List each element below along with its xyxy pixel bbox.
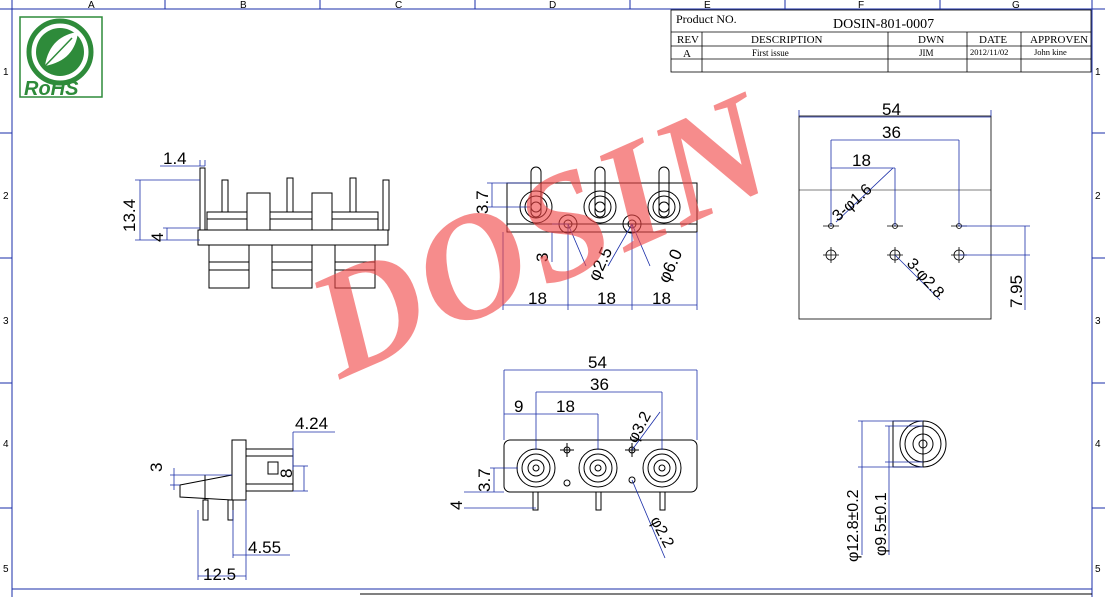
side-dim-1-4: 1.4 (163, 149, 187, 168)
side-view-dimensions (135, 160, 206, 241)
end-dim-phi-9-5: φ9.5±0.1 (873, 492, 890, 556)
side-dim-13-4: 13.4 (120, 199, 139, 232)
pcb-dim-18: 18 (852, 151, 871, 170)
dwn-header: DWN (918, 34, 944, 46)
column-label: D (549, 0, 556, 11)
rohs-logo-text: RoHS (24, 78, 79, 100)
row-label: 2 (1095, 191, 1101, 202)
front-dim-3-7: 3.7 (473, 190, 492, 214)
front-dim-18-c: 18 (652, 289, 671, 308)
pcb-dim-36: 36 (882, 123, 901, 142)
pcb-dim-54: 54 (882, 100, 901, 119)
row-label: 4 (1095, 439, 1101, 450)
row-label: 1 (1095, 67, 1101, 78)
profile-dim-4-55: 4.55 (248, 538, 281, 557)
side-view (197, 167, 390, 289)
bottom-dim-4: 4 (447, 501, 466, 510)
dwn-value: JIM (919, 48, 934, 58)
front-dim-phi-6-0: φ6.0 (654, 246, 686, 285)
front-dim-3: 3 (533, 253, 552, 262)
bottom-dim-phi-2-2: φ2.2 (646, 514, 676, 551)
column-label: C (395, 0, 402, 11)
row-label: 3 (1095, 316, 1101, 327)
rev-value: A (683, 48, 691, 60)
profile-dim-3: 3 (147, 463, 166, 472)
bottom-dim-3-7: 3.7 (475, 468, 494, 492)
row-label: 5 (3, 564, 9, 575)
front-view (506, 166, 698, 234)
front-dim-18-b: 18 (597, 289, 616, 308)
front-view-dimensions (487, 182, 698, 310)
profile-dim-4-24: 4.24 (295, 414, 328, 433)
rev-header: REV (677, 34, 699, 46)
frame-column-labels: A B C D E F G (88, 0, 1020, 11)
profile-view-dimensions (170, 431, 335, 580)
description-value: First issue (752, 48, 789, 58)
approven-value: John kine (1034, 47, 1067, 57)
profile-dim-8: 8 (277, 469, 296, 478)
frame-row-labels: 1 2 3 4 5 1 2 3 4 5 (3, 67, 1101, 575)
bottom-dim-36: 36 (590, 375, 609, 394)
row-label: 5 (1095, 564, 1101, 575)
bottom-view-dimensions (464, 369, 698, 559)
pcb-dim-3-phi-1-6: 3-φ1.6 (829, 181, 875, 225)
approven-header: APPROVEN (1030, 34, 1088, 46)
profile-dim-12-5: 12.5 (203, 565, 236, 584)
bottom-view (503, 439, 698, 511)
column-label: E (704, 0, 711, 11)
column-label: F (858, 0, 864, 11)
date-header: DATE (979, 34, 1007, 46)
product-number: DOSIN-801-0007 (833, 17, 934, 32)
pcb-dim-3-phi-2-8: 3-φ2.8 (903, 255, 947, 301)
column-label: G (1012, 0, 1020, 11)
bottom-dim-54: 54 (588, 353, 607, 372)
row-label: 3 (3, 316, 9, 327)
pcb-dim-7-95: 7.95 (1007, 275, 1026, 308)
end-view (892, 420, 947, 468)
row-label: 4 (3, 439, 9, 450)
profile-view (179, 439, 294, 521)
description-header: DESCRIPTION (751, 34, 823, 46)
pcb-layout-dimensions (798, 110, 1030, 310)
rohs-logo: RoHS (19, 16, 103, 100)
row-label: 2 (3, 191, 9, 202)
title-block: Product NO. DOSIN-801-0007 REV DESCRIPTI… (670, 9, 1092, 73)
column-label: A (88, 0, 95, 11)
date-value: 2012/11/02 (970, 47, 1008, 57)
row-label: 1 (3, 67, 9, 78)
product-label: Product NO. (676, 12, 737, 26)
bottom-dim-18: 18 (556, 397, 575, 416)
front-dim-phi-2-5: φ2.5 (584, 244, 616, 283)
end-dim-phi-12-8: φ12.8±0.2 (845, 489, 862, 562)
end-view-dimensions (858, 420, 923, 555)
side-dim-4: 4 (148, 233, 167, 242)
bottom-dim-9: 9 (514, 397, 523, 416)
front-dim-18-a: 18 (528, 289, 547, 308)
column-label: B (240, 0, 247, 11)
